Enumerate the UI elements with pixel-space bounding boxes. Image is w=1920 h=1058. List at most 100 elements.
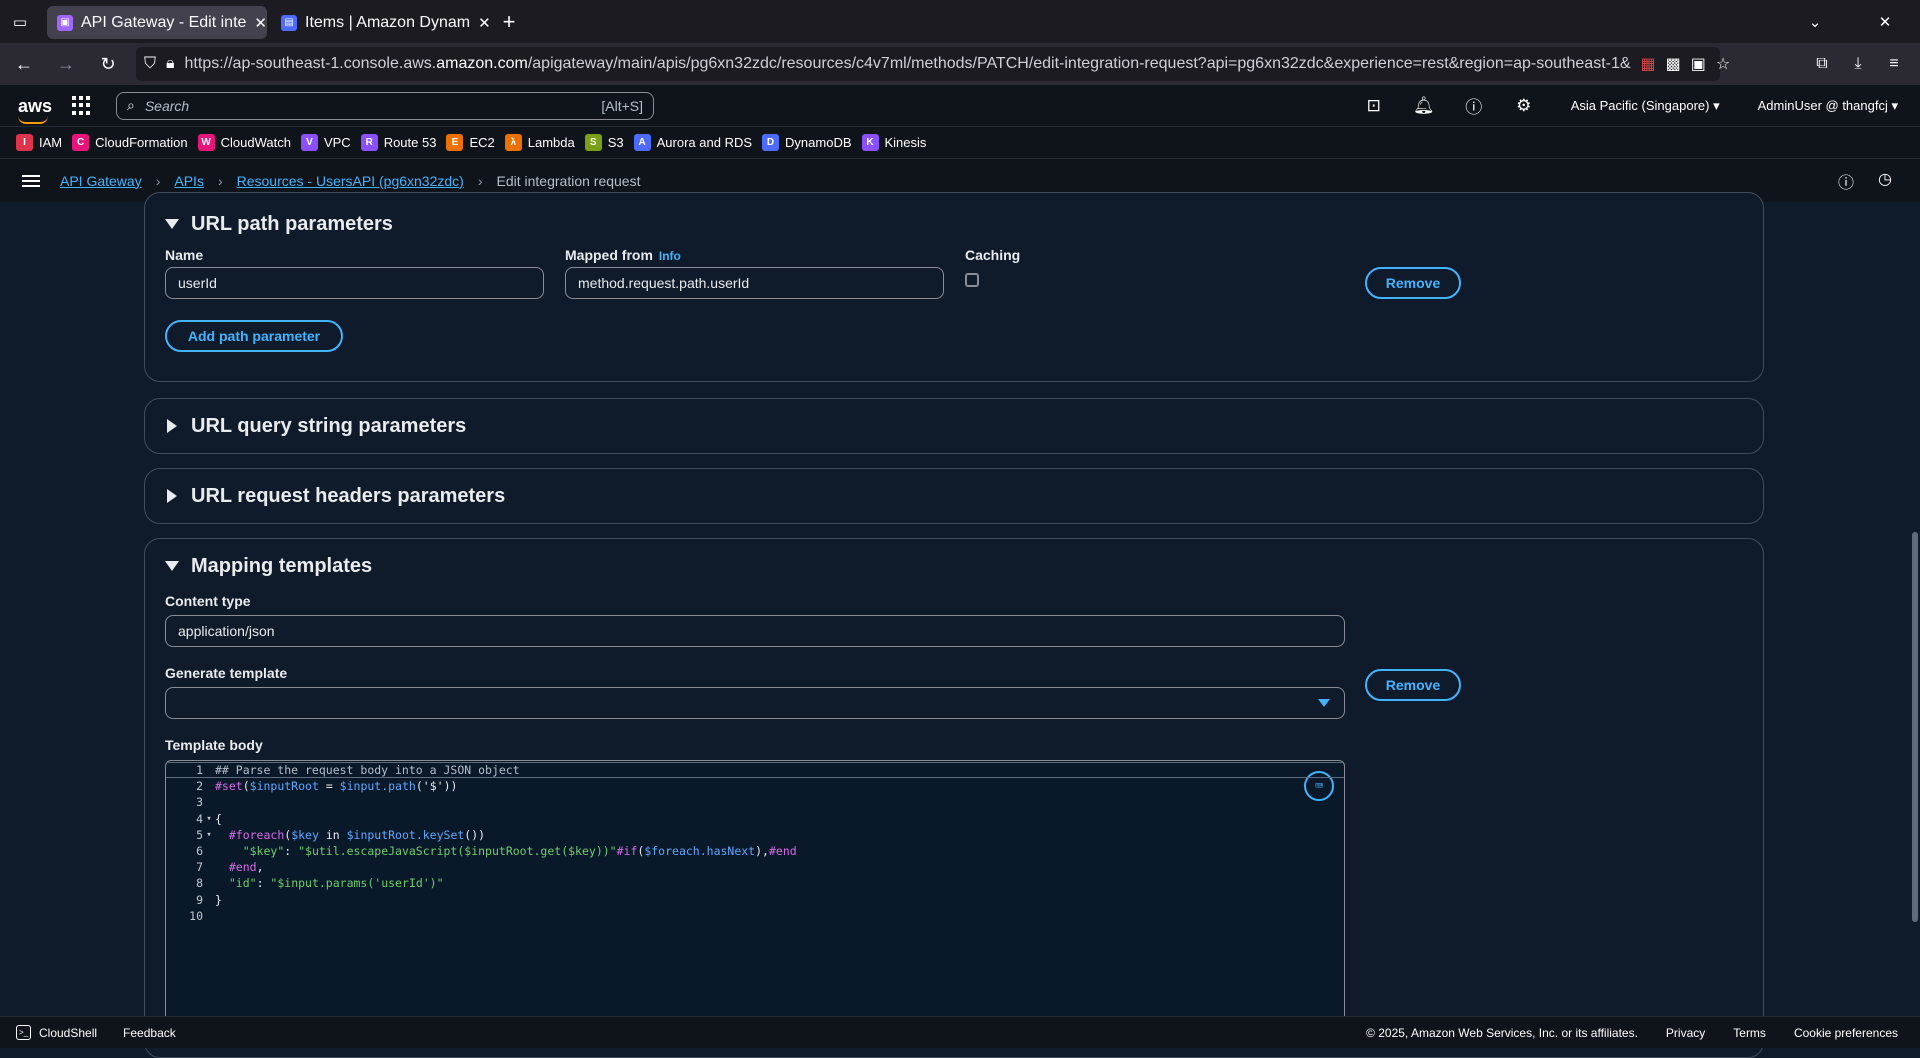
cloudshell-button[interactable]: >_ CloudShell xyxy=(16,1025,97,1040)
menu-icon[interactable]: ≡ xyxy=(1889,55,1899,72)
favorite-label: CloudFormation xyxy=(95,135,188,150)
feedback-link[interactable]: Feedback xyxy=(123,1025,176,1040)
breadcrumb-apis[interactable]: APIs xyxy=(174,172,204,189)
code-line[interactable]: 8 "id": "$input.params('userId')" xyxy=(166,875,1344,891)
page-scrollbar[interactable] xyxy=(1910,202,1920,1016)
caching-label: Caching xyxy=(965,247,1021,263)
reader-view-icon[interactable]: ▣ xyxy=(1690,56,1706,73)
download-icon[interactable]: ⤓ xyxy=(1854,55,1862,72)
url-bar[interactable]: ⛉ 🔒︎ https://ap-southeast-1.console.aws.… xyxy=(136,47,1730,81)
mapping-templates-header[interactable]: Mapping templates xyxy=(145,539,1763,593)
service-icon: I xyxy=(16,134,33,151)
fold-arrow-icon[interactable]: ▾ xyxy=(206,813,212,824)
region-selector[interactable]: Asia Pacific (Singapore) ▾ xyxy=(1570,97,1720,113)
account-menu[interactable]: AdminUser @ thangfcj ▾ xyxy=(1757,97,1898,113)
service-icon: λ xyxy=(504,134,522,151)
keyboard-shortcuts-icon[interactable]: ⌨ xyxy=(1304,771,1334,801)
url-query-string-parameters-panel[interactable]: URL query string parameters xyxy=(144,398,1764,454)
shield-icon[interactable]: ⛉ xyxy=(144,55,157,72)
breadcrumb-api-gateway[interactable]: API Gateway xyxy=(60,172,142,189)
services-grid-icon[interactable] xyxy=(72,95,92,116)
dynamodb-favicon-icon: ▤ xyxy=(281,14,297,31)
code-line[interactable]: 6 "$key": "$util.escapeJavaScript($input… xyxy=(166,843,1344,859)
cookie-preferences-link[interactable]: Cookie preferences xyxy=(1793,1025,1898,1040)
close-tab-icon[interactable]: ✕ xyxy=(254,14,267,32)
code-line[interactable]: 3 xyxy=(166,794,1344,810)
remove-mapping-template-button[interactable]: Remove xyxy=(1365,669,1461,701)
path-param-mapped-from-input[interactable]: method.request.path.userId xyxy=(565,267,944,299)
gear-icon[interactable]: ⚙ xyxy=(1516,95,1532,115)
info-link[interactable]: Info xyxy=(658,249,681,263)
code-line[interactable]: 4▾{ xyxy=(166,811,1344,827)
new-tab-button[interactable]: + xyxy=(502,8,516,34)
remove-path-param-button[interactable]: Remove xyxy=(1365,267,1461,299)
line-number: 5 xyxy=(196,827,203,842)
breadcrumb-resources[interactable]: Resources - UsersAPI (pg6xn32zdc) xyxy=(236,172,464,189)
browser-tab-dynamodb[interactable]: ▤ Items | Amazon Dynam ✕ xyxy=(271,6,491,39)
browser-tab-bar: ▭ ▣ API Gateway - Edit inte ✕ ▤ Items | … xyxy=(0,0,1920,43)
cloudshell-icon[interactable]: ⊡ xyxy=(1366,95,1381,115)
caching-checkbox[interactable] xyxy=(965,273,979,287)
path-param-name-input[interactable]: userId xyxy=(165,267,544,299)
service-icon: C xyxy=(72,134,90,151)
qr-code-icon[interactable]: ▩ xyxy=(1665,56,1681,73)
privacy-link[interactable]: Privacy xyxy=(1665,1025,1706,1040)
tab-overview-icon[interactable]: ▭ xyxy=(12,13,28,31)
line-number: 4 xyxy=(196,811,203,826)
favorite-label: S3 xyxy=(607,135,624,150)
favorite-lambda[interactable]: λ Lambda xyxy=(504,134,575,151)
code-line[interactable]: 5▾ #foreach($key in $inputRoot.keySet()) xyxy=(166,827,1344,843)
info-icon[interactable]: ⓘ xyxy=(1838,174,1855,192)
add-path-parameter-button[interactable]: Add path parameter xyxy=(165,320,343,352)
code-line[interactable]: 1## Parse the request body into a JSON o… xyxy=(166,762,1344,778)
bookmark-star-icon[interactable]: ☆ xyxy=(1715,56,1731,73)
lock-icon[interactable]: 🔒︎ xyxy=(166,55,175,72)
url-request-headers-parameters-header[interactable]: URL request headers parameters xyxy=(145,469,1763,523)
scrollbar-thumb[interactable] xyxy=(1912,532,1918,922)
window-close-icon[interactable]: ✕ xyxy=(1878,13,1892,31)
terms-link[interactable]: Terms xyxy=(1733,1025,1766,1040)
chevron-right-icon: › xyxy=(477,172,483,189)
reload-icon[interactable]: ↻ xyxy=(100,53,116,74)
tab-list-chevron-icon[interactable]: ⌄ xyxy=(1808,13,1822,31)
breadcrumb-current: Edit integration request xyxy=(496,172,641,189)
aws-console-header: aws ⌕ Search [Alt+S] ⊡ 🔔︎ ⓘ ⚙ Asia Pacif… xyxy=(0,85,1920,126)
aws-logo[interactable]: aws xyxy=(18,97,52,124)
fold-arrow-icon[interactable]: ▾ xyxy=(206,829,212,840)
favorite-label: Lambda xyxy=(527,135,575,150)
help-icon[interactable]: ⓘ xyxy=(1465,98,1483,117)
generate-template-select[interactable] xyxy=(165,687,1345,719)
url-path-parameters-header[interactable]: URL path parameters xyxy=(145,201,1763,247)
code-line[interactable]: 2#set($inputRoot = $input.path('$')) xyxy=(166,778,1344,794)
code-line[interactable]: 10 xyxy=(166,908,1344,924)
template-body-editor[interactable]: ⌨ 1## Parse the request body into a JSON… xyxy=(165,760,1345,1022)
favorite-cloudformation[interactable]: C CloudFormation xyxy=(72,134,188,151)
browser-tab-api-gateway[interactable]: ▣ API Gateway - Edit inte ✕ xyxy=(47,6,267,39)
clock-icon[interactable]: ◷ xyxy=(1878,170,1892,188)
flag-icon[interactable]: ▦ xyxy=(1640,56,1656,73)
content-type-input[interactable]: application/json xyxy=(165,615,1345,647)
code-line[interactable]: 7 #end, xyxy=(166,859,1344,875)
url-request-headers-parameters-panel[interactable]: URL request headers parameters xyxy=(144,468,1764,524)
url-query-string-parameters-header[interactable]: URL query string parameters xyxy=(145,399,1763,453)
url-text[interactable]: https://ap-southeast-1.console.aws.amazo… xyxy=(184,55,1631,72)
back-arrow-icon[interactable]: ← xyxy=(15,53,33,74)
close-tab-icon[interactable]: ✕ xyxy=(478,14,491,32)
search-input[interactable]: ⌕ Search [Alt+S] xyxy=(116,91,654,120)
bell-icon[interactable]: 🔔︎ xyxy=(1412,95,1435,115)
code-line[interactable]: 9} xyxy=(166,892,1344,908)
hamburger-menu-icon[interactable] xyxy=(22,172,40,190)
code-text: "$key": "$util.escapeJavaScript($inputRo… xyxy=(242,844,797,858)
forward-arrow-icon[interactable]: → xyxy=(57,53,75,74)
extensions-icon[interactable]: ⧉ xyxy=(1816,55,1828,72)
